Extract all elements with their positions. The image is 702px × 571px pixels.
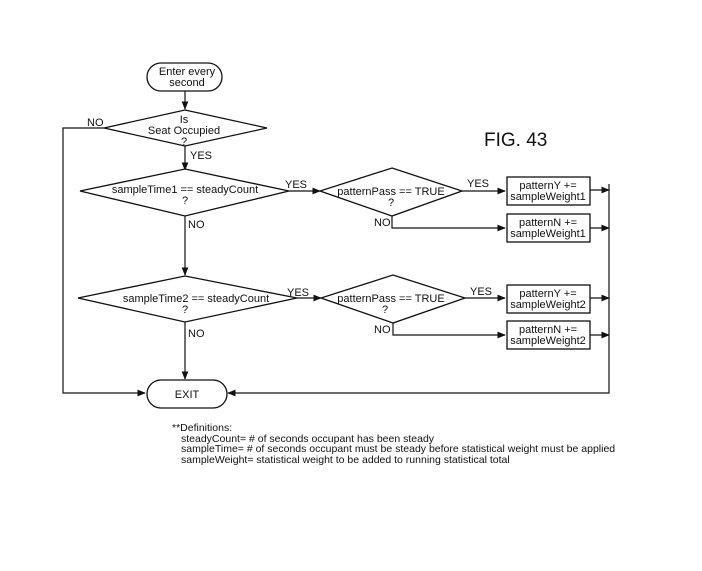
seat-decision-line-1: Is (180, 114, 189, 126)
pattern-y-weight1-box: patternY += sampleWeight1 (506, 176, 591, 206)
sample2-decision-line-1: sampleTime2 == steadyCount (123, 293, 269, 305)
figure-label: FIG. 43 (484, 130, 547, 151)
edge-label-seat-yes: YES (190, 150, 212, 162)
pattern-pass2-decision: patternPass == TRUE ? (318, 274, 468, 324)
seat-occupied-decision: Is Seat Occupied ? (103, 109, 268, 148)
sample2-decision-line-2: ? (182, 304, 188, 316)
seat-decision-line-2: Seat Occupied (148, 125, 220, 137)
box-n2-line-1: patternN += (519, 324, 577, 336)
definitions-heading: **Definitions: (172, 422, 233, 434)
sample-time1-decision: sampleTime1 == steadyCount ? (79, 168, 290, 217)
seat-decision-line-3: ? (181, 136, 187, 148)
pattern-n-weight1-box: patternN += sampleWeight1 (506, 213, 591, 243)
box-y1-line-1: patternY += (519, 180, 576, 192)
edge-label-sample1-no: NO (188, 219, 205, 231)
box-y1-line-2: sampleWeight1 (510, 191, 586, 203)
start-line-2: second (169, 77, 204, 89)
pattern1-decision-line-1: patternPass == TRUE (337, 186, 444, 198)
start-terminal: Enter every second (146, 62, 223, 92)
edge-label-pattern2-yes: YES (470, 286, 492, 298)
start-line-1: Enter every (159, 66, 216, 78)
definition-line: steadyCount= # of seconds occupant has b… (181, 432, 435, 445)
pattern-pass1-decision: patternPass == TRUE ? (317, 167, 465, 217)
connectors (62, 91, 610, 397)
definition-line: sampleTime= # of seconds occupant must b… (181, 443, 616, 455)
pattern2-decision-line-1: patternPass == TRUE (337, 293, 444, 305)
pattern-y-weight2-box: patternY += sampleWeight2 (506, 284, 591, 314)
exit-terminal: EXIT (146, 379, 228, 409)
definition-line: sampleWeight= statistical weight to be a… (181, 453, 510, 466)
edge-label-pattern1-no: NO (374, 217, 391, 229)
box-n2-line-2: sampleWeight2 (510, 335, 586, 347)
edge-label-sample2-yes: YES (287, 287, 309, 299)
box-n1-line-2: sampleWeight1 (510, 228, 586, 240)
sample1-decision-line-1: sampleTime1 == steadyCount (112, 184, 258, 196)
edge-label-sample2-no: NO (188, 328, 205, 340)
pattern2-decision-line-2: ? (382, 304, 388, 316)
definitions-block: **Definitions: steadyCount= # of seconds… (172, 423, 632, 465)
sample-time2-decision: sampleTime2 == steadyCount ? (77, 275, 298, 323)
sample1-decision-line-2: ? (182, 195, 188, 207)
exit-label: EXIT (175, 389, 200, 401)
box-y2-line-2: sampleWeight2 (510, 299, 586, 311)
edge-label-pattern2-no: NO (374, 324, 391, 336)
pattern1-decision-line-2: ? (388, 197, 394, 209)
pattern-n-weight2-box: patternN += sampleWeight2 (506, 320, 591, 350)
edge-label-sample1-yes: YES (285, 179, 307, 191)
box-y2-line-1: patternY += (519, 288, 576, 300)
edge-label-pattern1-yes: YES (467, 178, 489, 190)
box-n1-line-1: patternN += (519, 217, 577, 229)
edge-label-seat-no: NO (87, 117, 104, 129)
